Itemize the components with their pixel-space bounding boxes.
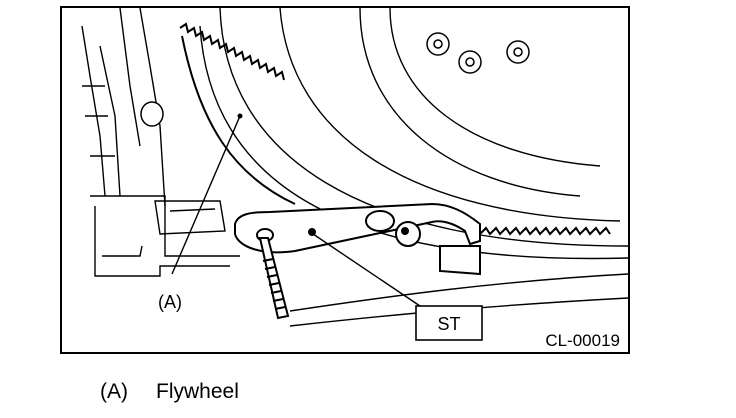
callout-st-label: ST: [437, 314, 460, 334]
figure-id: CL-00019: [545, 331, 620, 350]
leader-dot-a: [237, 113, 243, 119]
caption-text: Flywheel: [156, 380, 239, 403]
figure-caption: (A) Flywheel: [100, 380, 239, 404]
ring-gear-teeth: [179, 22, 611, 236]
figure-frame: [60, 6, 630, 354]
special-tool: [234, 202, 481, 320]
flywheel-illustration: (A) ST CL-00019: [60, 6, 630, 354]
flywheel-bolts: [140, 32, 530, 127]
callout-a-label: (A): [158, 292, 182, 312]
flywheel-linework: [81, 7, 629, 327]
caption-key: (A): [100, 380, 128, 403]
leader-lines: [171, 115, 421, 307]
callout-st-box: [415, 305, 483, 341]
